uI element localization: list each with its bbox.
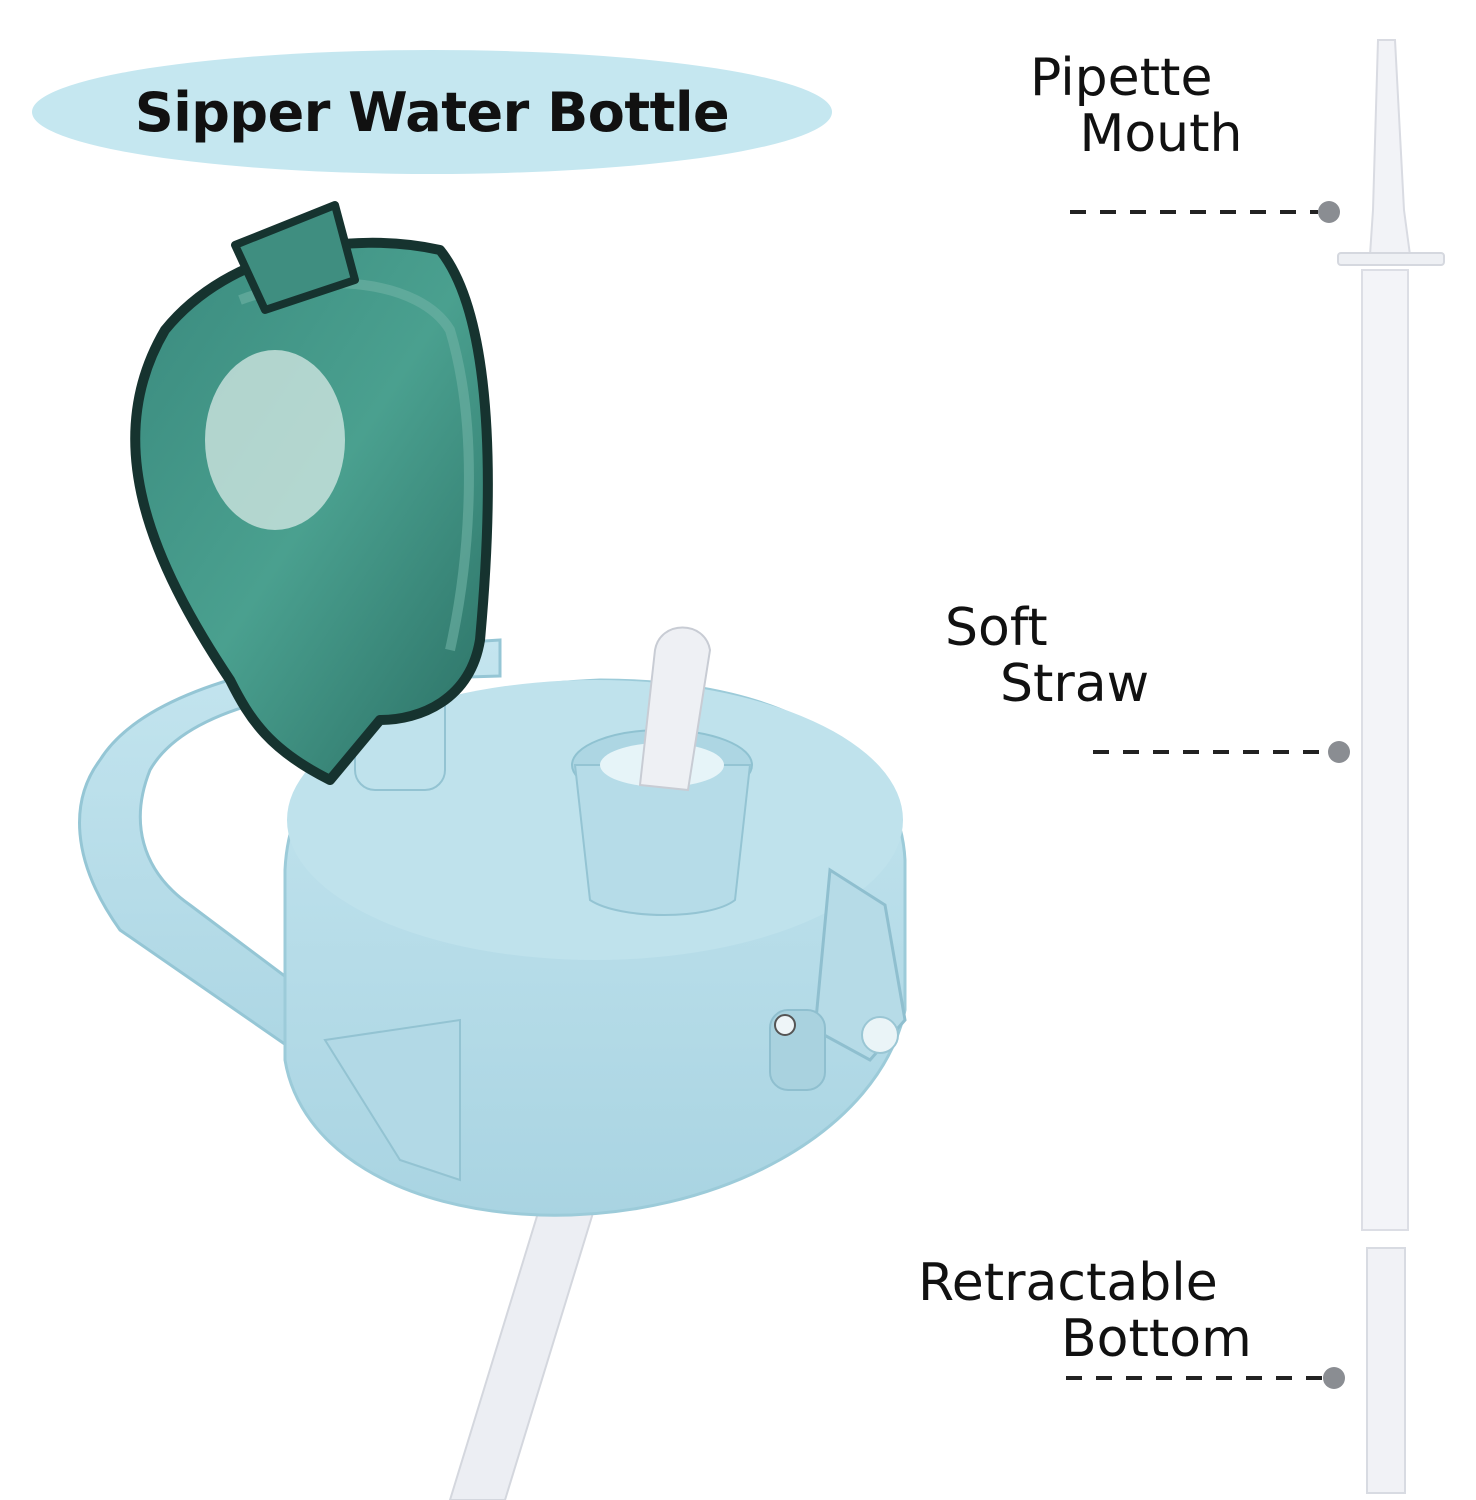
retractable-bottom	[1366, 1247, 1406, 1494]
spout-straw	[638, 626, 712, 792]
title-banner: Sipper Water Bottle	[32, 50, 832, 174]
lid-seal	[205, 350, 345, 530]
straw-marker	[1328, 741, 1350, 763]
pipette-flange	[1337, 252, 1445, 266]
retractable-bottom-label: Retractable Bottom	[918, 1253, 1252, 1370]
pipette-mouth	[1368, 39, 1412, 256]
spout-body	[573, 764, 752, 916]
soft-straw-label: Soft Straw	[945, 598, 1150, 715]
retractable-marker	[1323, 1367, 1345, 1389]
handle-clip	[323, 1018, 461, 1182]
lower-straw	[448, 1189, 602, 1500]
lid-tab	[231, 201, 359, 314]
pipette-marker	[1318, 201, 1340, 223]
pipette-mouth-label: Pipette Mouth	[1030, 48, 1243, 165]
title-text: Sipper Water Bottle	[134, 80, 730, 144]
soft-straw-tube	[1361, 269, 1409, 1231]
